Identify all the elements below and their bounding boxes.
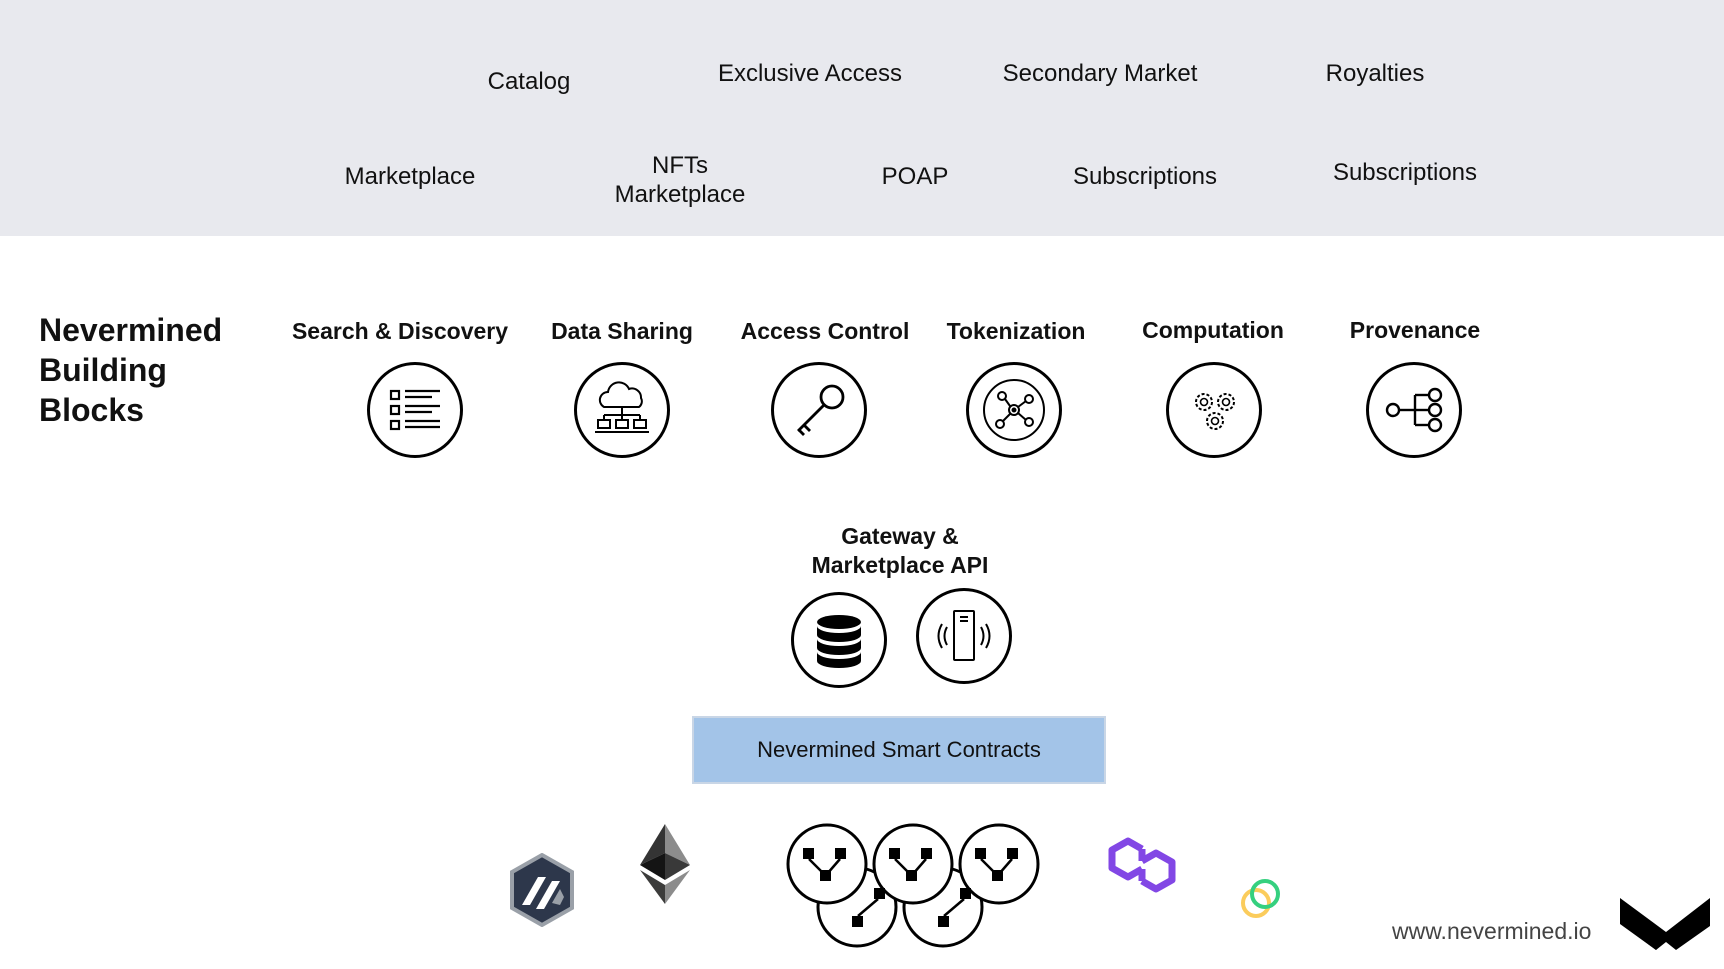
- hierarchy-icon: [1385, 387, 1443, 433]
- use-case-poap: POAP: [881, 163, 949, 190]
- use-case-subscriptions-2: Subscriptions: [1332, 159, 1478, 186]
- block-label-tokenization: Tokenization: [946, 318, 1086, 344]
- ethereum-logo: [640, 824, 690, 904]
- list-icon: [389, 389, 440, 431]
- website-url[interactable]: www.nevermined.io: [1392, 918, 1592, 944]
- access-control-circle: [771, 362, 867, 458]
- block-label-computation: Computation: [1142, 317, 1284, 343]
- use-case-secondary-market: Secondary Market: [1002, 60, 1198, 87]
- server-icon: [937, 610, 991, 661]
- use-case-exclusive-access: Exclusive Access: [717, 60, 903, 87]
- database-icon: [817, 615, 861, 668]
- use-case-royalties: Royalties: [1325, 60, 1425, 87]
- use-case-marketplace: Marketplace: [344, 163, 476, 190]
- provenance-circle: [1366, 362, 1462, 458]
- use-case-nfts-marketplace: NFTs Marketplace: [614, 152, 746, 208]
- database-circle: [791, 592, 887, 688]
- use-case-catalog: Catalog: [487, 68, 571, 95]
- key-icon: [797, 384, 845, 436]
- search-discovery-circle: [367, 362, 463, 458]
- cloud-network-icon: [595, 381, 649, 433]
- nevermined-logo: [1620, 898, 1710, 950]
- gears-icon: [1195, 393, 1235, 430]
- arbitrum-logo: [510, 853, 574, 927]
- data-sharing-circle: [574, 362, 670, 458]
- node-cluster-icon: [786, 823, 1040, 948]
- polygon-logo: [1108, 837, 1176, 893]
- celo-logo: [1241, 879, 1280, 918]
- smart-contracts-label: Nevermined Smart Contracts: [757, 737, 1041, 762]
- block-label-search-discovery: Search & Discovery: [291, 318, 509, 344]
- computation-circle: [1166, 362, 1262, 458]
- block-label-access-control: Access Control: [740, 318, 910, 344]
- use-cases-band: [0, 0, 1724, 236]
- smart-contracts-box: Nevermined Smart Contracts: [692, 716, 1106, 784]
- gateway-label: Gateway & Marketplace API: [811, 523, 989, 578]
- tokenization-circle: [966, 362, 1062, 458]
- server-circle: [916, 588, 1012, 684]
- block-label-data-sharing: Data Sharing: [551, 318, 693, 344]
- building-blocks-title: Nevermined Building Blocks: [39, 312, 223, 428]
- use-case-subscriptions: Subscriptions: [1072, 163, 1218, 190]
- block-label-provenance: Provenance: [1349, 317, 1481, 343]
- token-network-icon: [983, 379, 1045, 441]
